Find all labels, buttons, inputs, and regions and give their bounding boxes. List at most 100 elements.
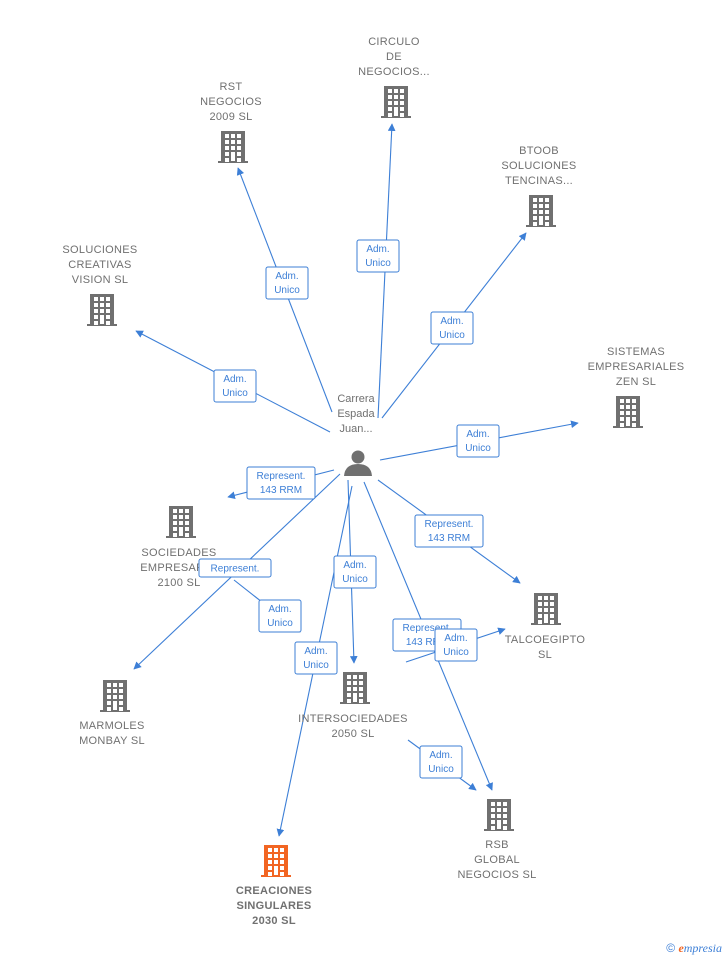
edge-label-box xyxy=(419,745,463,779)
building-icon[interactable] xyxy=(261,845,291,877)
edge-label-creaciones[interactable]: Adm.Unico xyxy=(258,599,302,633)
edge-label-text: Unico xyxy=(342,574,368,585)
edge-label-marmoles[interactable]: Represent. xyxy=(198,558,272,578)
company-label[interactable]: SISTEMAS xyxy=(607,346,665,358)
person-icon[interactable] xyxy=(344,450,372,477)
company-label[interactable]: CREACIONES xyxy=(236,885,312,897)
edge-label-btoob[interactable]: Adm.Unico xyxy=(430,311,474,345)
edge-label-text: Unico xyxy=(443,647,469,658)
edge-label-box xyxy=(213,369,257,403)
person-label[interactable]: Espada xyxy=(337,408,375,420)
edge-label-text: Represent. xyxy=(211,564,260,575)
edge-label-rst[interactable]: Adm. Unico xyxy=(265,266,309,300)
building-icon[interactable] xyxy=(381,86,411,118)
company-label[interactable]: NEGOCIOS SL xyxy=(457,869,536,881)
building-icon[interactable] xyxy=(166,506,196,538)
person-label[interactable]: Juan... xyxy=(339,423,372,435)
edge-label-text: Unico xyxy=(274,285,300,296)
company-node-rst[interactable]: RST NEGOCIOS 2009 SL xyxy=(200,81,262,163)
edge-label-text: Represent. xyxy=(403,623,452,634)
edge-label-sistemas[interactable]: Adm.Unico xyxy=(456,424,500,458)
edge-label-text: Adm. xyxy=(304,646,327,657)
company-node-creaciones[interactable]: CREACIONES SINGULARES 2030 SL xyxy=(236,845,312,927)
edge-label-rsb[interactable]: Adm.Unico xyxy=(419,745,463,779)
company-node-soluciones[interactable]: SOLUCIONES CREATIVAS VISION SL xyxy=(62,244,137,326)
company-label[interactable]: INTERSOCIEDADES xyxy=(298,713,408,725)
company-label[interactable]: ZEN SL xyxy=(616,376,656,388)
edge-label-creaciones[interactable]: Adm. Unico xyxy=(294,641,338,675)
company-label[interactable]: MONBAY SL xyxy=(79,735,145,747)
company-label[interactable]: SOCIEDADES xyxy=(141,547,216,559)
company-label[interactable]: BTOOB xyxy=(519,145,559,157)
company-node-sociedades[interactable]: SOCIEDADES EMPRESARI... 2100 SL xyxy=(140,506,218,589)
company-label[interactable]: CIRCULO xyxy=(368,36,420,48)
company-node-marmoles[interactable]: MARMOLES MONBAY SL xyxy=(79,680,145,747)
company-label[interactable]: CREATIVAS xyxy=(68,259,131,271)
company-label[interactable]: SOLUCIONES xyxy=(62,244,137,256)
company-label[interactable]: RSB xyxy=(485,839,509,851)
company-label[interactable]: 2030 SL xyxy=(252,915,296,927)
person-node[interactable]: CarreraEspadaJuan... xyxy=(337,393,376,477)
building-icon[interactable] xyxy=(340,672,370,704)
edge-label-text: Adm. xyxy=(366,244,389,255)
edge-label-soluciones[interactable]: Adm.Unico xyxy=(213,369,257,403)
edge-label-box xyxy=(333,555,377,589)
company-label[interactable]: GLOBAL xyxy=(474,854,520,866)
company-label[interactable]: RST xyxy=(220,81,243,93)
company-node-intersociedades[interactable]: INTERSOCIEDADES 2050 SL xyxy=(298,672,408,740)
nodes-layer: CIRCULO DE NEGOCIOS... RST NEGOCIOS 2009 SL BT… xyxy=(62,36,684,927)
company-label[interactable]: NEGOCIOS... xyxy=(358,66,430,78)
building-icon[interactable] xyxy=(484,799,514,831)
edge-label-text: Adm. xyxy=(466,429,489,440)
edge-label-text: Unico xyxy=(365,258,391,269)
building-icon[interactable] xyxy=(87,294,117,326)
edge-label-box xyxy=(356,239,400,273)
edge-label-text: Represent. xyxy=(425,519,474,530)
company-label[interactable]: TENCINAS... xyxy=(505,175,573,187)
edge-label-box xyxy=(294,641,338,675)
company-label[interactable]: EMPRESARIALES xyxy=(588,361,685,373)
edge-label-text: Unico xyxy=(303,660,329,671)
brand-logo: empresia xyxy=(678,941,722,955)
company-node-circulo[interactable]: CIRCULO DE NEGOCIOS... xyxy=(358,36,430,118)
edge-label-text: 143 RRM xyxy=(428,533,470,544)
edge-label-box xyxy=(414,514,484,548)
edge-label-talcoegipto[interactable]: Represent. 143 RRM xyxy=(414,514,484,548)
edge-label-box xyxy=(456,424,500,458)
building-icon[interactable] xyxy=(100,680,130,712)
edge-label-text: Unico xyxy=(439,330,465,341)
company-label[interactable]: SOLUCIONES xyxy=(501,160,576,172)
edge-label-sociedades[interactable]: Represent.143 RRM xyxy=(246,466,316,500)
edge-label-intersociedades[interactable]: Adm.Unico xyxy=(333,555,377,589)
building-icon[interactable] xyxy=(526,195,556,227)
company-label[interactable]: MARMOLES xyxy=(79,720,144,732)
company-label[interactable]: 2050 SL xyxy=(331,728,374,740)
company-label[interactable]: DE xyxy=(386,51,402,63)
building-icon[interactable] xyxy=(218,131,248,163)
edge-label-circulo[interactable]: Adm. Unico xyxy=(356,239,400,273)
edge-label-text: Adm. xyxy=(275,271,298,282)
company-label[interactable]: SL xyxy=(538,649,552,661)
edge-label-text: 143 RRM xyxy=(260,485,302,496)
company-label[interactable]: 2009 SL xyxy=(209,111,252,123)
edge-label-text: Adm. xyxy=(444,633,467,644)
company-node-sistemas[interactable]: SISTEMAS EMPRESARIALES ZEN SL xyxy=(588,346,685,428)
company-node-talcoegipto[interactable]: TALCOEGIPTO SL xyxy=(505,593,586,661)
company-label[interactable]: SINGULARES xyxy=(236,900,311,912)
edge-label-text: Unico xyxy=(267,618,293,629)
edge-label-box xyxy=(430,311,474,345)
company-label[interactable]: NEGOCIOS xyxy=(200,96,262,108)
person-label[interactable]: Carrera xyxy=(337,393,375,405)
footer-brand[interactable]: © empresia xyxy=(666,941,722,956)
company-label[interactable]: 2100 SL xyxy=(157,577,200,589)
building-icon[interactable] xyxy=(613,396,643,428)
company-label[interactable]: TALCOEGIPTO xyxy=(505,634,586,646)
edge-label-talcoegipto[interactable]: Adm. Unico xyxy=(434,628,478,662)
copyright-icon: © xyxy=(666,941,676,955)
company-node-btoob[interactable]: BTOOB SOLUCIONES TENCINAS... xyxy=(501,145,576,227)
building-icon[interactable] xyxy=(531,593,561,625)
company-label[interactable]: VISION SL xyxy=(72,274,129,286)
company-label[interactable]: EMPRESARI... xyxy=(140,562,218,574)
company-node-rsb[interactable]: RSB GLOBAL NEGOCIOS SL xyxy=(457,799,536,881)
